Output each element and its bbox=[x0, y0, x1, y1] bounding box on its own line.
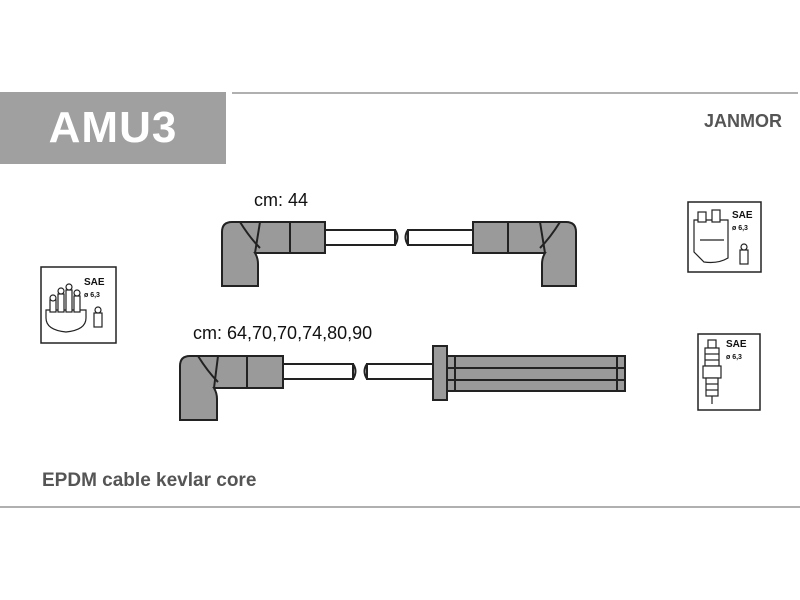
right-spark-plug-box bbox=[697, 333, 761, 411]
bottom-cable-lengths: cm: 64,70,70,74,80,90 bbox=[193, 323, 373, 343]
left-box-standard: SAE bbox=[84, 277, 105, 288]
bottom-divider bbox=[0, 506, 800, 508]
right-bottom-box-diameter: ø 6,3 bbox=[726, 354, 742, 361]
top-cable-length: cm: 44 bbox=[254, 190, 309, 210]
terminal-pin-icon bbox=[93, 306, 103, 328]
top-right-boot bbox=[472, 221, 577, 287]
bottom-cable-wire bbox=[282, 363, 434, 380]
right-bottom-box-standard: SAE bbox=[726, 339, 747, 350]
brand-name: JANMOR bbox=[703, 111, 782, 131]
left-distributor-box bbox=[40, 266, 117, 344]
right-top-box-standard: SAE bbox=[732, 210, 753, 221]
bottom-left-boot bbox=[179, 355, 284, 421]
top-cable-wire bbox=[324, 229, 474, 246]
right-top-box-diameter: ø 6,3 bbox=[732, 225, 748, 232]
spark-plug-icon bbox=[702, 339, 722, 404]
left-box-diameter: ø 6,3 bbox=[84, 292, 100, 299]
material-description: EPDM cable kevlar core bbox=[42, 470, 257, 491]
header-code-block bbox=[0, 92, 226, 164]
top-left-boot bbox=[221, 221, 326, 287]
top-divider bbox=[232, 92, 798, 94]
product-code: AMU3 bbox=[48, 103, 178, 152]
distributor-cap-icon bbox=[45, 283, 87, 333]
right-distributor-box bbox=[687, 201, 762, 273]
distributor-cap-icon bbox=[693, 209, 729, 264]
terminal-pin-icon bbox=[739, 243, 749, 265]
spark-plug-boot bbox=[432, 345, 626, 401]
